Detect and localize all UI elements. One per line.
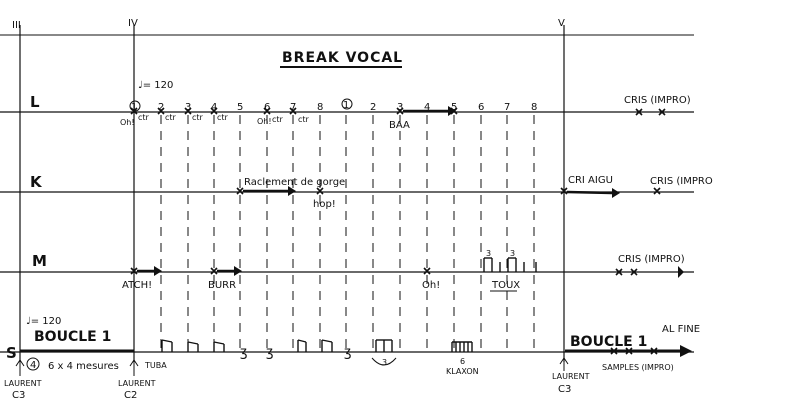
cris-impro-label: CRIS (IMPRO) [618, 254, 685, 265]
hop-label: hop! [313, 199, 336, 210]
section-marker-V: V [558, 18, 565, 29]
beat-number: 3 [397, 102, 403, 113]
oh-label: Oh! [120, 118, 135, 127]
circle-mark [26, 357, 40, 371]
cris-impro-label: CRIS (IMPRO [650, 176, 713, 187]
ctr-label: ctr [217, 113, 229, 122]
up-arrow-icon [15, 359, 25, 367]
staff-label-K: K [30, 173, 43, 191]
beat-dashes [160, 115, 535, 352]
beat-number: 4 [424, 102, 430, 113]
burr-label: BURR [208, 280, 236, 291]
ctr-label: ctr [138, 113, 150, 122]
triplet-marker: 3 [486, 249, 491, 258]
beat-number: 2 [370, 102, 376, 113]
arrow-head-icon [680, 345, 692, 357]
baa-label: BAA [389, 120, 410, 131]
cri-aigu-label: CRI AIGU [568, 175, 613, 186]
beat-number: 1 [131, 102, 137, 113]
rest-symbols: ʒ ʒ ʒ [240, 345, 352, 360]
beat-number: 3 [185, 102, 191, 113]
staff-label-S: S [6, 344, 17, 362]
ctr-label: ctr [272, 115, 284, 124]
svg-text:ʒ: ʒ [266, 345, 274, 360]
toux-label: TOUX [491, 280, 520, 291]
al-fine-label: AL FINE [662, 324, 700, 335]
boucle-1-label: BOUCLE 1 [34, 329, 111, 345]
mesures-label: 6 x 4 mesures [48, 361, 119, 372]
arrow-head-icon [678, 266, 684, 278]
beat-number: 7 [290, 102, 296, 113]
staff-label-M: M [32, 252, 47, 270]
beat-number: 4 [211, 102, 217, 113]
ctr-label: ctr [165, 113, 177, 122]
cross-marks-K [236, 187, 661, 195]
cris-impro-label: CRIS (IMPRO) [624, 95, 691, 106]
beat-number: 5 [237, 102, 243, 113]
oh-label: Oh! [257, 117, 272, 126]
rhythm-notation-S [161, 339, 473, 352]
boucle-1-label-b: BOUCLE 1 [570, 334, 647, 350]
score-title: BREAK VOCAL [282, 50, 403, 66]
cue-name: LAURENT [4, 379, 42, 388]
klaxon-label: KLAXON [446, 367, 479, 376]
cue-code: C2 [124, 390, 137, 401]
staff-label-L: L [30, 93, 40, 111]
bar-start-circle [341, 98, 353, 110]
triplet-bracket [371, 357, 397, 366]
arrow-line [566, 190, 613, 195]
beat-number: 2 [158, 102, 164, 113]
page-margin [694, 0, 792, 419]
tuba-label: TUBA [144, 361, 167, 370]
tempo-mark-top: ♩= 120 [138, 80, 173, 91]
cue-name: LAURENT [118, 379, 156, 388]
cross-marks-S [610, 347, 658, 355]
cross-marks-M [130, 267, 638, 276]
triplet-marker: 3 [510, 249, 515, 258]
arrow-head-icon [234, 266, 242, 276]
beat-number: 6 [478, 102, 484, 113]
ctr-label: ctr [298, 115, 310, 124]
beat-number: 8 [531, 102, 537, 113]
section-marker-IV: IV [128, 18, 138, 29]
beat-number: 5 [451, 102, 457, 113]
up-arrow-icon [559, 357, 569, 365]
cue-code: C3 [12, 390, 25, 401]
oh-label-M: Oh! [422, 280, 440, 291]
up-arrow-icon [129, 359, 139, 367]
tempo-mark-bottom: ♩= 120 [26, 316, 61, 327]
beat-number: 7 [504, 102, 510, 113]
beat-number: 8 [317, 102, 323, 113]
rhythm-notation-M [483, 257, 537, 272]
cue-code: C3 [558, 384, 571, 395]
beat-number: 6 [264, 102, 270, 113]
triplet-marker: 3 [382, 358, 387, 367]
atch-label: ATCH! [122, 280, 152, 291]
raclement-label: Raclement de gorge [244, 177, 345, 188]
sextuplet-marker: 6 [460, 357, 465, 366]
circled-four: 4 [30, 360, 36, 371]
arrow-head-icon [612, 188, 620, 198]
svg-text:ʒ: ʒ [344, 345, 352, 360]
cross-marks-L [130, 107, 666, 116]
arrow-head-icon [288, 186, 296, 196]
ctr-label: ctr [192, 113, 204, 122]
section-marker-III: III [12, 20, 21, 31]
arrow-head-icon [154, 266, 162, 276]
svg-text:ʒ: ʒ [240, 345, 248, 360]
cue-name: LAURENT [552, 372, 590, 381]
beat-number: 1 [343, 100, 349, 111]
samples-impro-label: SAMPLES (IMPRO) [602, 363, 674, 372]
arrow-head-icon [448, 106, 456, 116]
